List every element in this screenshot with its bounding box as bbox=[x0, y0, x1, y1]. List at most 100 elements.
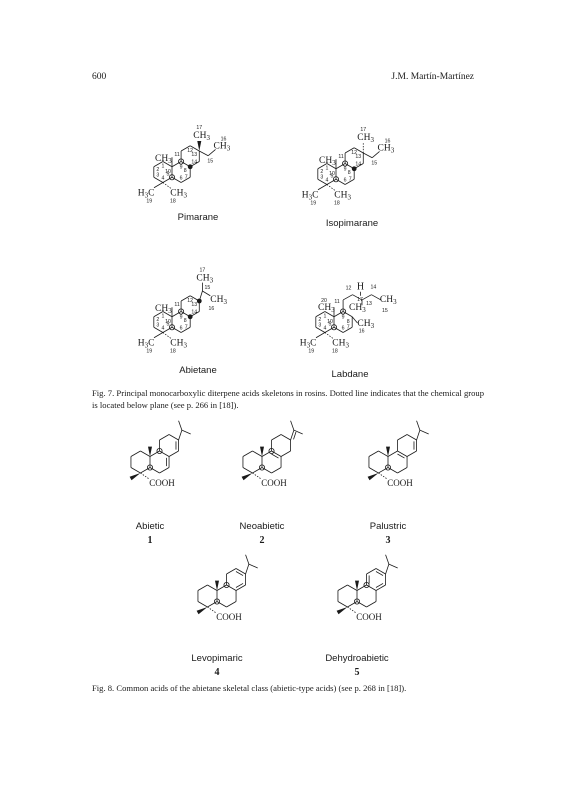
atom-number: 7 bbox=[347, 324, 350, 330]
atom-number-18: 18 bbox=[334, 200, 340, 206]
methyl-c16-label: CH3 bbox=[378, 143, 395, 154]
skeleton-name-labdane: Labdane bbox=[331, 369, 369, 380]
atom-number: 10 bbox=[329, 171, 335, 177]
atom-number: 7 bbox=[349, 176, 352, 182]
atom-number: 9 bbox=[180, 165, 183, 171]
methyl-c17-label: CH3 bbox=[193, 131, 210, 142]
atom-number: 4 bbox=[161, 176, 164, 182]
atom-number: 14 bbox=[355, 162, 361, 168]
figure-8-caption: Fig. 8. Common acids of the abietane ske… bbox=[92, 683, 407, 693]
figure-7-caption: Fig. 7. Principal monocarboxylic diterpe… bbox=[92, 388, 484, 410]
acid-number-5: 5 bbox=[354, 667, 360, 678]
atom-number: 1 bbox=[325, 166, 328, 172]
atom-number: 6 bbox=[180, 176, 183, 182]
atom-number: 1 bbox=[161, 314, 164, 320]
methyl-c17-label: CH3 bbox=[349, 303, 366, 314]
atom-number: 11 bbox=[338, 154, 343, 160]
atom-number: 9 bbox=[344, 167, 347, 173]
acid-number-2: 2 bbox=[259, 535, 265, 546]
atom-number: 5 bbox=[331, 173, 334, 179]
cooh-label: COOH bbox=[261, 478, 287, 488]
page-number: 600 bbox=[92, 72, 107, 82]
atom-number: 3 bbox=[156, 322, 159, 328]
methyl-c18-label: CH3 bbox=[334, 190, 351, 201]
cooh-label: COOH bbox=[387, 478, 413, 488]
methyl-c17-label: CH3 bbox=[357, 133, 374, 144]
atom-number-16: 16 bbox=[385, 138, 391, 144]
atom-number: 13 bbox=[191, 152, 197, 158]
atom-number: 11 bbox=[174, 152, 179, 158]
atom-number: 4 bbox=[325, 178, 328, 184]
acid-name-neoabietic: Neoabietic bbox=[239, 521, 285, 532]
cooh-label: COOH bbox=[356, 612, 382, 622]
atom-number: 4 bbox=[323, 326, 326, 332]
skeleton-name-pimarane: Pimarane bbox=[177, 212, 219, 223]
atom-number: 10 bbox=[327, 319, 333, 325]
atom-number: 7 bbox=[185, 174, 188, 180]
atom-number: 9 bbox=[180, 315, 183, 321]
methyl-c19-label: H3C bbox=[138, 188, 155, 199]
atom-number: 13 bbox=[355, 154, 361, 160]
atom-number-18: 18 bbox=[332, 348, 338, 354]
atom-number-15: 15 bbox=[371, 161, 377, 167]
atom-number: 14 bbox=[191, 160, 197, 166]
atom-number: 13 bbox=[191, 302, 197, 308]
atom-number: 1 bbox=[323, 314, 326, 320]
methyl-c16-label: CH3 bbox=[214, 141, 231, 152]
atom-number-15: 15 bbox=[382, 308, 388, 314]
methyl-c20-label: CH3 bbox=[155, 154, 172, 165]
acid-name-palustric: Palustric bbox=[369, 521, 407, 532]
atom-number-16: 16 bbox=[221, 136, 227, 142]
atom-number-19: 19 bbox=[308, 348, 314, 354]
atom-number: 8 bbox=[348, 170, 351, 176]
atom-number: 10 bbox=[165, 169, 171, 175]
cooh-label: COOH bbox=[149, 478, 175, 488]
methyl-c17-label: CH3 bbox=[196, 274, 213, 285]
methyl-c19-label: H3C bbox=[138, 338, 155, 349]
atom-number: 12 bbox=[351, 150, 357, 156]
skeleton-name-abietane: Abietane bbox=[179, 365, 217, 376]
atom-number-17: 17 bbox=[196, 125, 202, 131]
atom-number: 3 bbox=[318, 322, 321, 328]
atom-number-19: 19 bbox=[146, 348, 152, 354]
atom-number: 3 bbox=[156, 172, 159, 178]
methyl-c18-label: CH3 bbox=[170, 188, 187, 199]
atom-number-16: 16 bbox=[359, 329, 365, 335]
atom-number: 9 bbox=[342, 315, 345, 321]
methyl-c18-label: CH3 bbox=[170, 338, 187, 349]
atom-number: 5 bbox=[167, 171, 170, 177]
skeleton-name-isopimarane: Isopimarane bbox=[325, 218, 379, 229]
acid-number-3: 3 bbox=[385, 535, 391, 546]
atom-number: 12 bbox=[187, 298, 193, 304]
cooh-label: COOH bbox=[216, 612, 242, 622]
atom-number-12: 12 bbox=[346, 286, 352, 292]
atom-number: 7 bbox=[185, 324, 188, 330]
atom-number: 6 bbox=[180, 326, 183, 332]
acid-name-levopimaric: Levopimaric bbox=[191, 653, 243, 664]
atom-number-18: 18 bbox=[170, 198, 176, 204]
atom-number: 10 bbox=[165, 319, 171, 325]
methyl-c19-label: H3C bbox=[302, 190, 319, 201]
atom-number: 2 bbox=[156, 317, 159, 323]
atom-number: 8 bbox=[184, 168, 187, 174]
atom-number-19: 19 bbox=[146, 198, 152, 204]
acid-number-1: 1 bbox=[147, 535, 153, 546]
atom-number: 8 bbox=[347, 319, 350, 325]
atom-number: 4 bbox=[161, 326, 164, 332]
acid-number-4: 4 bbox=[214, 667, 220, 678]
atom-number: 6 bbox=[344, 178, 347, 184]
atom-number-15: 15 bbox=[207, 159, 213, 165]
atom-number-11: 11 bbox=[334, 299, 339, 305]
methyl-c20-label: CH3 bbox=[318, 303, 335, 314]
methyl-c16-label: CH3 bbox=[210, 295, 227, 306]
hydrogen-label: H bbox=[357, 282, 364, 293]
atom-number: 1 bbox=[161, 164, 164, 170]
methyl-c20-label: CH3 bbox=[155, 304, 172, 315]
methyl-c19-label: H3C bbox=[300, 338, 317, 349]
atom-number-17: 17 bbox=[200, 268, 206, 274]
atom-number-14: 14 bbox=[371, 285, 377, 291]
atom-number: 2 bbox=[318, 317, 321, 323]
atom-number-16: 16 bbox=[208, 306, 214, 312]
acid-name-dehydroabietic: Dehydroabietic bbox=[325, 653, 389, 664]
